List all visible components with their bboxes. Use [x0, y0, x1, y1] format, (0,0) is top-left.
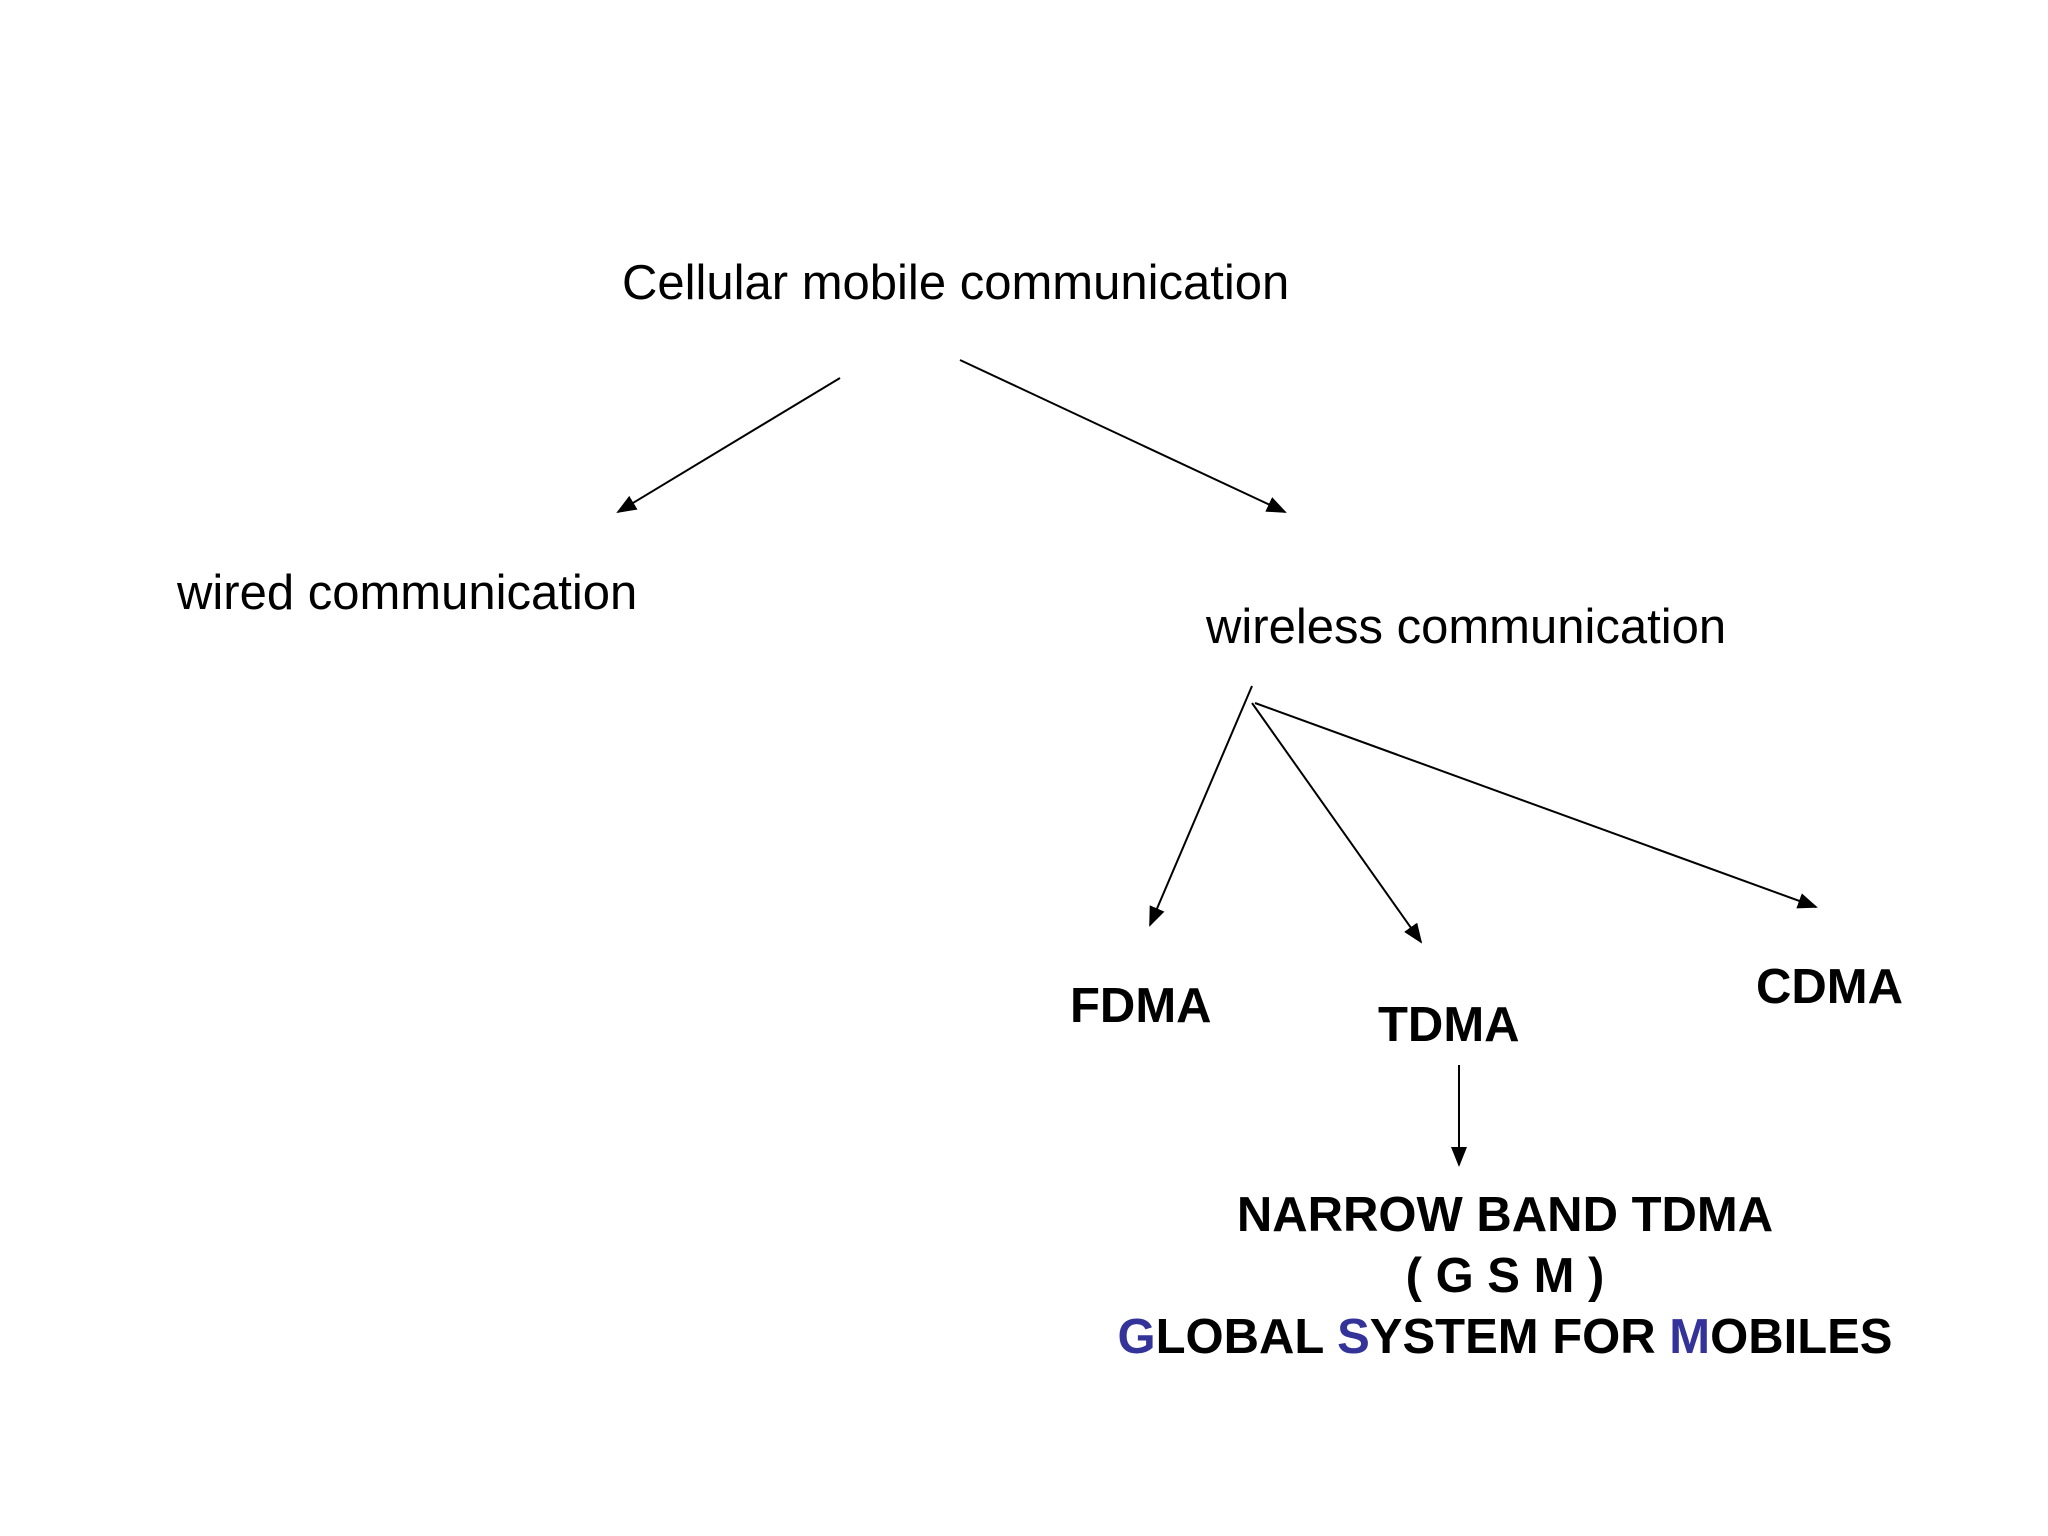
cdma-node-label: CDMA: [1756, 960, 1903, 1014]
arrow-wireless-to-tdma: [1251, 702, 1423, 944]
gsm-line-expansion: GLOBAL SYSTEM FOR MOBILES: [1095, 1307, 1915, 1368]
arrow-root-to-wireless: [959, 359, 1287, 513]
gsm-description-block: NARROW BAND TDMA ( G S M ) GLOBAL SYSTEM…: [1095, 1185, 1915, 1368]
tdma-node-label: TDMA: [1378, 998, 1520, 1052]
fdma-node-label: FDMA: [1070, 979, 1212, 1033]
gsm-line-acronym: ( G S M ): [1405, 1249, 1605, 1303]
gsm-letter-g: G: [1117, 1310, 1156, 1364]
gsm-text-obiles: OBILES: [1710, 1310, 1893, 1364]
arrow-root-to-wired: [616, 377, 841, 514]
gsm-text-lobal: LOBAL: [1155, 1310, 1338, 1364]
wired-node-label: wired communication: [177, 566, 638, 620]
arrow-wireless-to-cdma: [1254, 702, 1818, 909]
arrow-wireless-to-fdma: [1149, 685, 1253, 927]
root-node-label: Cellular mobile communication: [622, 256, 1290, 310]
gsm-letter-s: S: [1337, 1310, 1370, 1364]
gsm-line-narrow-band: NARROW BAND TDMA: [1236, 1188, 1774, 1242]
gsm-text-ystem-for: YSTEM FOR: [1369, 1310, 1670, 1364]
wireless-node-label: wireless communication: [1206, 600, 1727, 654]
gsm-letter-m: M: [1669, 1310, 1711, 1364]
